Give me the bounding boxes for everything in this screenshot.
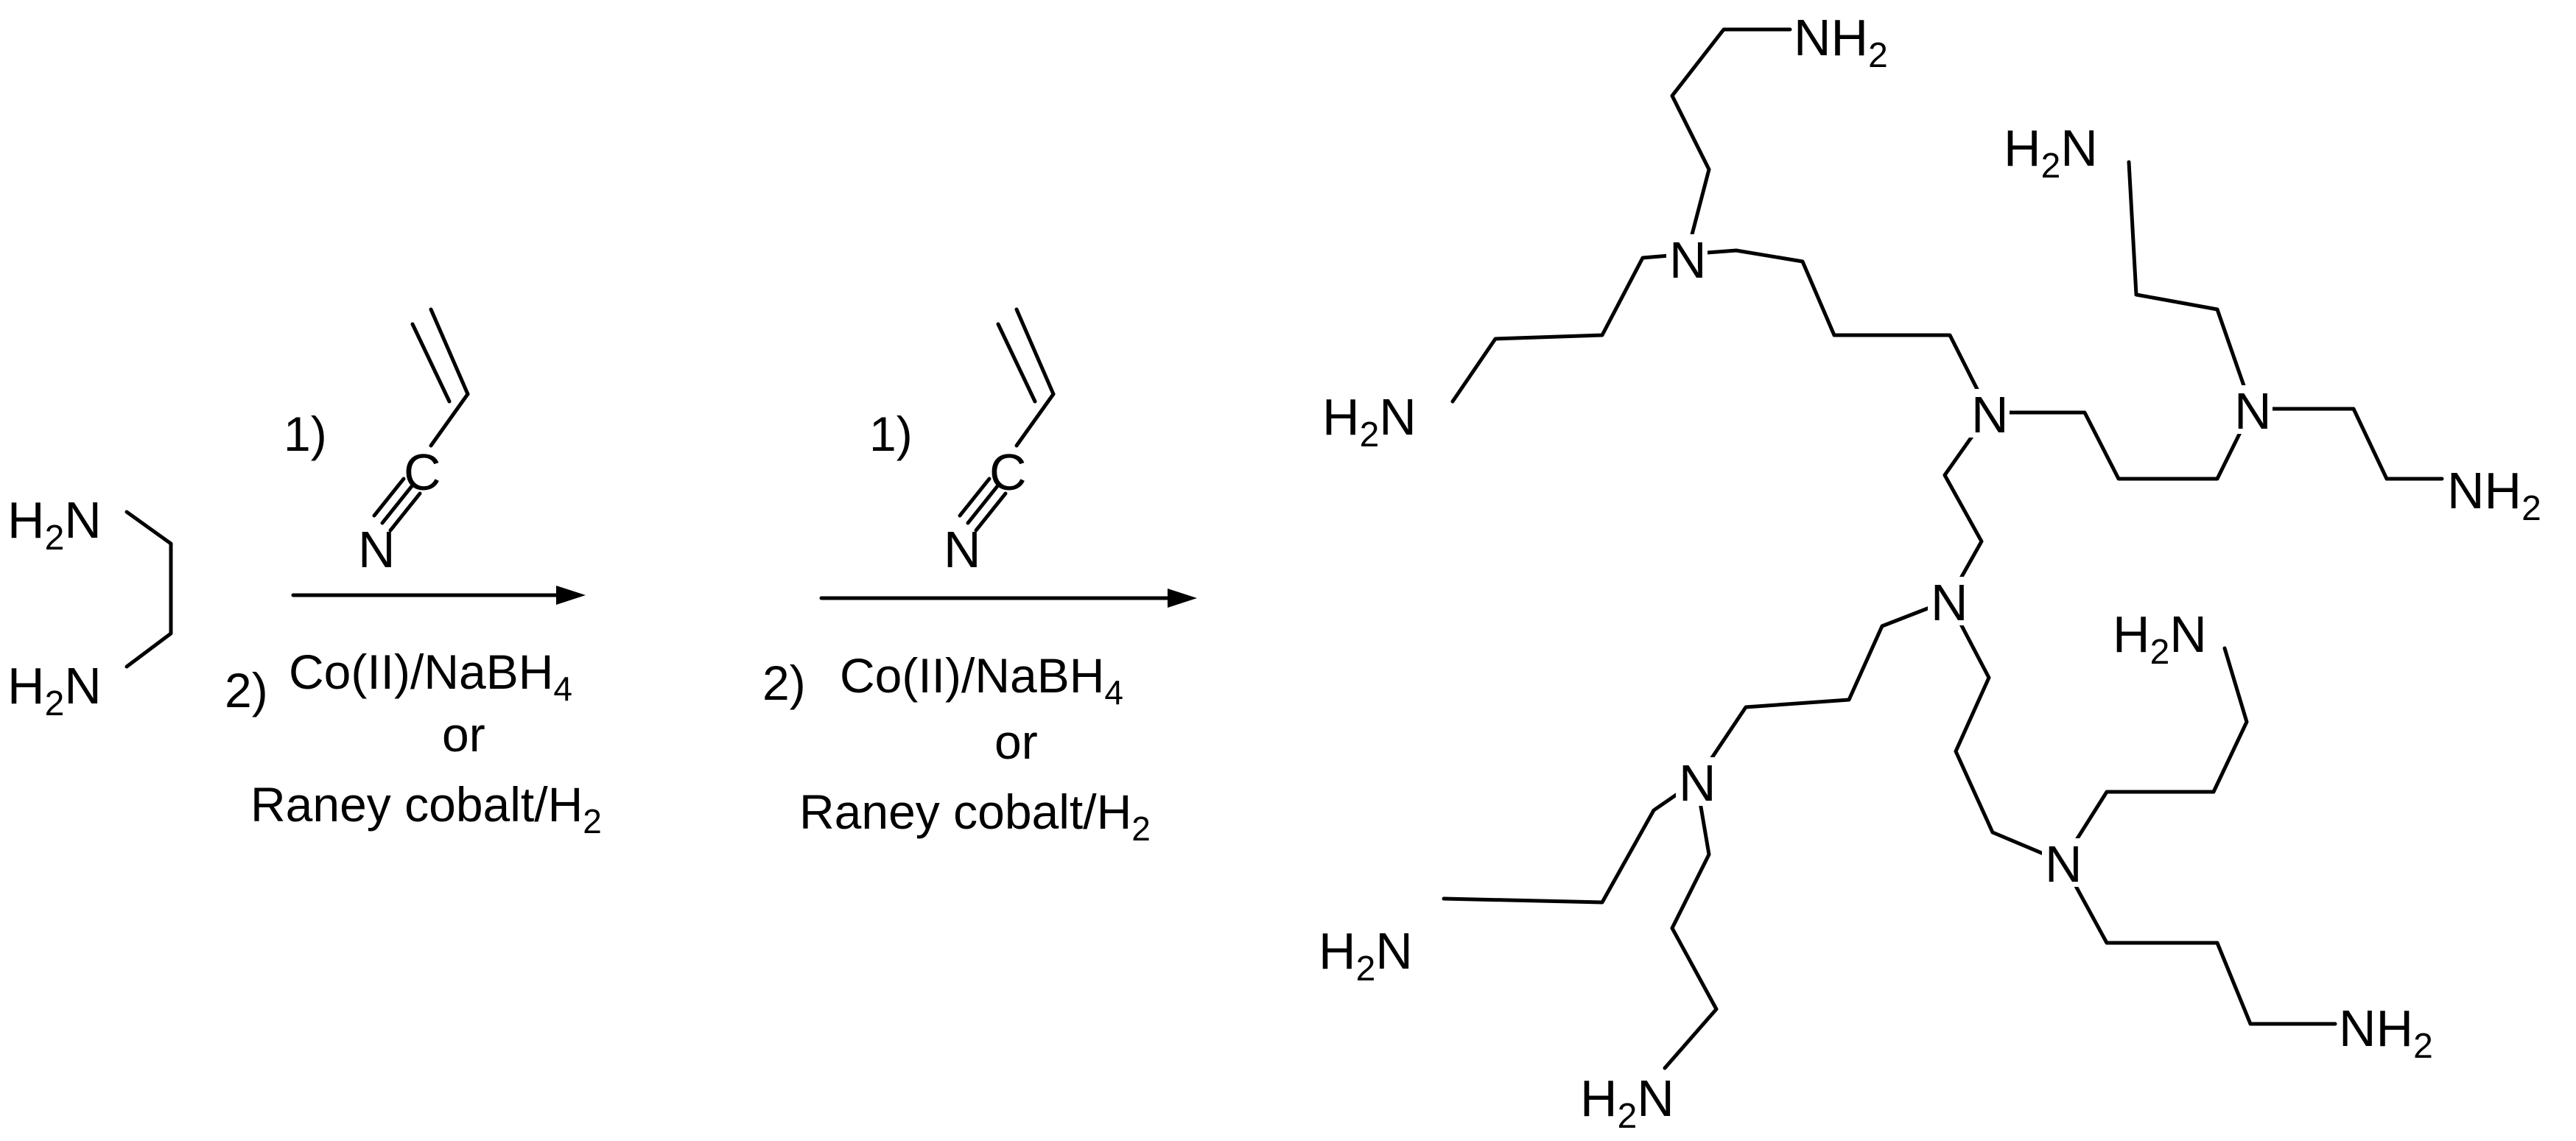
terminal-subscript: 2 — [1360, 415, 1380, 454]
n-bg — [2042, 838, 2083, 887]
terminal-n: N — [1379, 388, 1417, 446]
vinyl-double-bond — [410, 307, 470, 404]
terminal-nh: NH — [1794, 9, 1868, 66]
reductant-text: Co(II)/NaBH — [289, 645, 553, 699]
terminal-h2n: H2N — [1319, 922, 1413, 989]
amine-n: N — [64, 491, 102, 549]
n-bg — [2231, 385, 2273, 434]
reagent-block-1: 1) C N 2) Co(II)/NaBH4 or Raney cobalt/H… — [225, 307, 602, 840]
terminal-h: H — [1319, 922, 1356, 980]
tertiary-amine-n: N — [1669, 231, 1707, 289]
terminal-n: N — [1375, 922, 1413, 980]
amine-subscript: 2 — [45, 519, 65, 558]
nitrile-carbon-label: C — [989, 443, 1027, 501]
tertiary-amine-n: N — [2045, 835, 2082, 893]
tertiary-amine-n: N — [1679, 754, 1716, 812]
alternative-subscript: 2 — [1131, 810, 1151, 848]
amine-h: H — [7, 491, 45, 549]
reductant-label: Co(II)/NaBH4 — [289, 645, 572, 708]
n-bg — [1928, 577, 1969, 625]
amine-label-top: H2N — [7, 491, 102, 558]
nitrile-triple-bond — [958, 477, 1008, 533]
n-bg — [1968, 389, 2010, 438]
vinyl-single-bond — [429, 392, 470, 448]
arrow-head-1 — [556, 586, 586, 605]
alternative-subscript: 2 — [583, 802, 602, 840]
terminal-subscript: 2 — [1618, 1097, 1638, 1136]
terminal-nh2: NH2 — [2339, 1000, 2433, 1066]
terminal-nh: NH — [2447, 462, 2521, 519]
amine-h: H — [7, 657, 45, 715]
reductant-label: Co(II)/NaBH4 — [840, 648, 1123, 712]
amine-subscript: 2 — [45, 684, 65, 723]
nitrile-nitrogen-label: N — [944, 521, 981, 578]
n-bg — [1666, 234, 1708, 283]
terminal-h: H — [2113, 605, 2150, 663]
terminal-h2n: H2N — [1580, 1070, 1674, 1136]
terminal-n: N — [1637, 1070, 1674, 1127]
tertiary-amine-n: N — [1971, 386, 2009, 443]
reductant-text: Co(II)/NaBH — [840, 648, 1104, 703]
terminal-n: N — [2169, 605, 2207, 663]
n-bg — [1676, 757, 1717, 806]
terminal-h2n: H2N — [2004, 119, 2098, 186]
amine-n: N — [64, 657, 102, 715]
terminal-subscript: 2 — [2413, 1027, 2433, 1066]
terminal-nh2: NH2 — [1794, 9, 1888, 75]
alternative-text: Raney cobalt/H — [250, 777, 583, 832]
alternative-text: Raney cobalt/H — [799, 784, 1131, 839]
tertiary-amine-labels: N N N N N N — [1666, 231, 2273, 893]
reductant-subscript: 4 — [553, 670, 572, 708]
ethylenediamine: H2N H2N — [7, 491, 173, 723]
nitrile-triple-bond — [372, 477, 422, 533]
terminal-subscript: 2 — [2521, 489, 2541, 528]
terminal-subscript: 2 — [1868, 36, 1888, 75]
terminal-subscript: 2 — [2041, 147, 2061, 186]
terminal-subscript: 2 — [1356, 949, 1376, 989]
dendrimer-product: N N N N N N NH2 H2N H2N NH2 — [1319, 9, 2541, 1136]
terminal-nh: NH — [2339, 1000, 2413, 1057]
dendrimer-bonds — [1442, 27, 2444, 1070]
nitrile-nitrogen-label: N — [358, 521, 396, 578]
terminal-nh2: NH2 — [2447, 462, 2541, 528]
tertiary-amine-n: N — [1931, 574, 1968, 631]
step-2-number: 2) — [225, 663, 268, 717]
alternative-label: Raney cobalt/H2 — [250, 777, 602, 840]
tertiary-amine-n: N — [2234, 382, 2272, 440]
alternative-label: Raney cobalt/H2 — [799, 784, 1151, 848]
or-label: or — [994, 715, 1038, 769]
amine-label-bottom: H2N — [7, 657, 102, 723]
terminal-n: N — [2060, 119, 2098, 177]
nitrile-carbon-label: C — [404, 443, 441, 501]
acrylonitrile: C N — [358, 307, 470, 578]
or-label: or — [442, 707, 485, 762]
terminal-amine-labels: NH2 H2N H2N NH2 H2N H2N NH2 H2N — [1319, 9, 2541, 1136]
reductant-subscript: 4 — [1104, 673, 1123, 712]
step-2-number: 2) — [762, 656, 806, 710]
vinyl-double-bond — [996, 307, 1056, 404]
arrow-head-2 — [1168, 589, 1197, 608]
terminal-subscript: 2 — [2150, 633, 2170, 672]
ethylenediamine-bonds — [124, 510, 173, 669]
terminal-h: H — [2004, 119, 2041, 177]
acrylonitrile: C N — [944, 307, 1056, 578]
reagent-block-2: 1) C N 2) Co(II)/NaBH4 or Raney cobalt/H… — [762, 307, 1197, 848]
step-1-number: 1) — [284, 407, 327, 461]
terminal-h2n: H2N — [1322, 388, 1417, 454]
step-1-number: 1) — [869, 407, 913, 461]
terminal-h2n: H2N — [2113, 605, 2207, 672]
terminal-h: H — [1322, 388, 1360, 446]
vinyl-single-bond — [1014, 392, 1056, 448]
terminal-h: H — [1580, 1070, 1618, 1127]
